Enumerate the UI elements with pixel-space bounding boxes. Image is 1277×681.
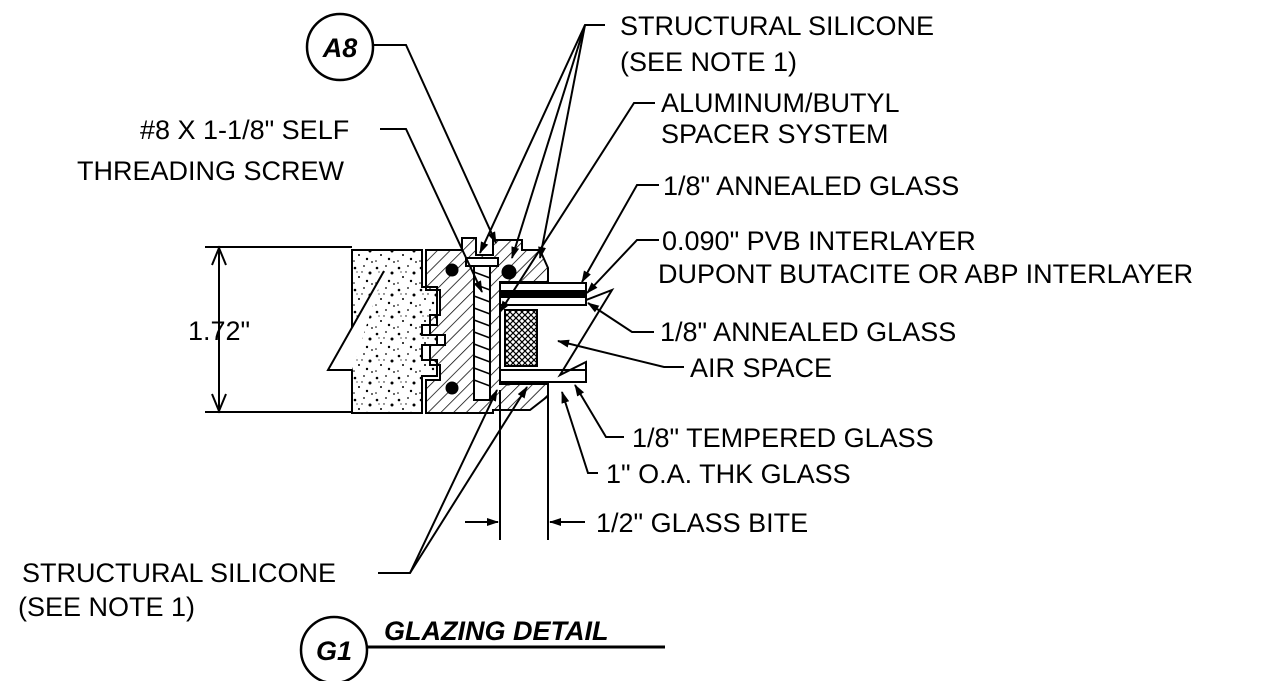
glass-unit xyxy=(499,282,615,383)
aluminum-frame xyxy=(425,237,549,414)
callout-spacer-line2: SPACER SYSTEM xyxy=(661,119,889,149)
detail-tag-text: G1 xyxy=(316,636,352,666)
callout-structural-silicone-bottom-line2: (SEE NOTE 1) xyxy=(18,592,195,622)
callout-annealed-glass-outer: 1/8" ANNEALED GLASS xyxy=(663,171,959,201)
glass-bite-label: 1/2" GLASS BITE xyxy=(596,508,808,538)
callout-structural-silicone-bottom-line1: STRUCTURAL SILICONE xyxy=(22,558,336,588)
leader-lines xyxy=(378,24,684,574)
height-dimension xyxy=(205,245,352,414)
reference-tag-text: A8 xyxy=(322,33,358,63)
callout-pvb-line2: DUPONT BUTACITE OR ABP INTERLAYER xyxy=(658,259,1193,289)
detail-title: GLAZING DETAIL xyxy=(384,616,608,646)
reference-bubble-a8: A8 xyxy=(305,12,497,244)
callout-overall-thickness: 1" O.A. THK GLASS xyxy=(606,459,851,489)
callout-structural-silicone-top-line1: STRUCTURAL SILICONE xyxy=(620,11,934,41)
callout-spacer-line1: ALUMINUM/BUTYL xyxy=(661,88,900,118)
callout-pvb-line1: 0.090" PVB INTERLAYER xyxy=(662,226,976,256)
detail-bubble-g1: G1 xyxy=(299,615,665,681)
callout-structural-silicone-top-line2: (SEE NOTE 1) xyxy=(620,47,797,77)
height-dimension-label: 1.72" xyxy=(188,316,250,346)
callout-tempered-glass: 1/8" TEMPERED GLASS xyxy=(632,423,934,453)
glass-bite-dimension xyxy=(465,390,585,540)
callout-air-space: AIR SPACE xyxy=(690,353,832,383)
callout-screw-line1: #8 X 1-1/8" SELF xyxy=(140,115,349,145)
callout-screw-line2: THREADING SCREW xyxy=(77,156,345,186)
callout-annealed-glass-inner: 1/8" ANNEALED GLASS xyxy=(660,317,956,347)
substrate-block xyxy=(326,249,438,414)
